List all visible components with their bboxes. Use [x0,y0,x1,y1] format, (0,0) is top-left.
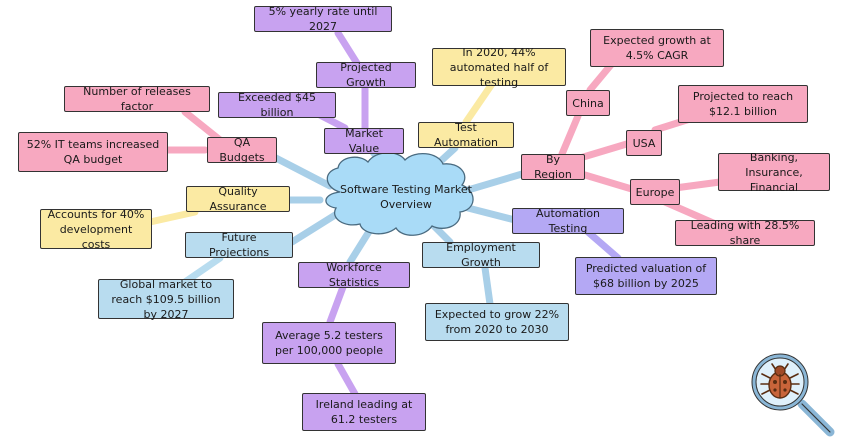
node-avg-testers: Average 5.2 testers per 100,000 people [262,322,396,364]
node-workforce-statistics: Workforce Statistics [298,261,410,289]
center-title: Software Testing Market Overview [340,183,472,211]
center-cloud [325,152,474,236]
node-releases-factor: Number of releases factor [64,85,210,113]
node-europe-share: Leading with 28.5% share [675,219,815,247]
node-global-market: Global market to reach $109.5 billion by… [98,278,234,321]
node-employment-expected: Expected to grow 22% from 2020 to 2030 [425,303,569,341]
node-usa: USA [626,130,662,156]
node-europe: Europe [630,179,680,205]
node-employment-growth: Employment Growth [422,241,540,269]
node-china-growth: Expected growth at 4.5% CAGR [590,29,724,67]
node-automation-valuation: Predicted valuation of $68 billion by 20… [575,257,717,295]
node-ireland-leading: Ireland leading at 61.2 testers [302,393,426,431]
node-qa-budgets: QA Budgets [207,136,277,164]
node-china: China [566,90,610,116]
bug-magnifier-icon [751,353,835,437]
node-usa-projection: Projected to reach $12.1 billion [678,85,808,123]
node-market-value: Market Value [324,127,404,155]
node-quality-assurance: Quality Assurance [186,185,290,213]
node-test-automation: Test Automation [418,121,514,149]
node-yearly-rate: 5% yearly rate until 2027 [254,5,392,33]
node-accounts-40: Accounts for 40% development costs [40,208,152,251]
node-exceeded-45: Exceeded $45 billion [218,91,336,119]
node-qa-52: 52% IT teams increased QA budget [18,132,168,172]
node-in-2020-44: In 2020, 44% automated half of testing [432,46,566,89]
node-projected-growth: Projected Growth [316,61,416,89]
node-by-region: By Region [521,153,585,181]
node-europe-sectors: Banking, Insurance, Financial [718,151,830,194]
node-future-projections: Future Projections [185,231,293,259]
node-automation-testing: Automation Testing [512,207,624,235]
